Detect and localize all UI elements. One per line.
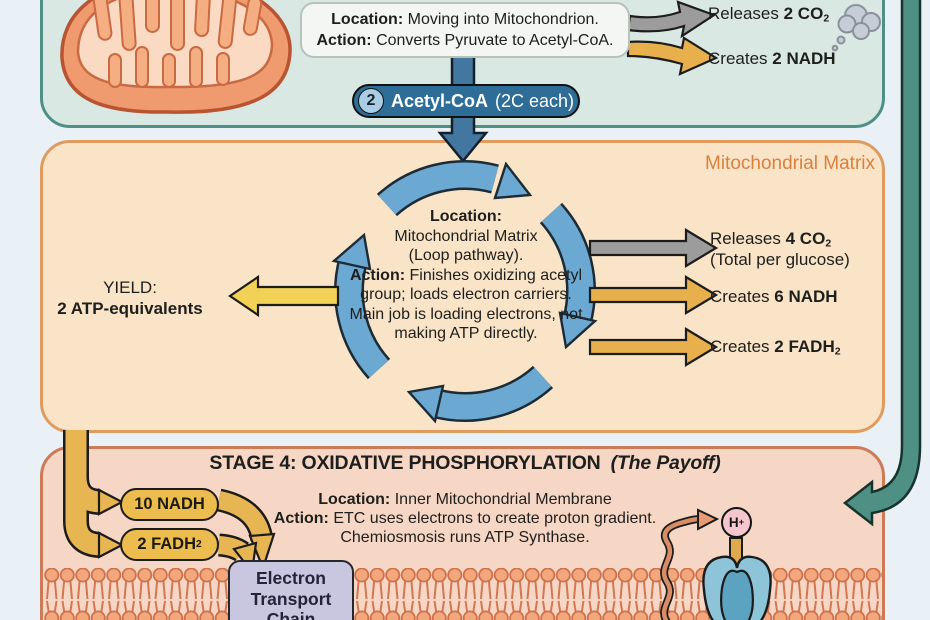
action-label: Action: (316, 32, 372, 49)
krebs-location-label: Location: (430, 208, 502, 225)
pills-to-etc-arrows (216, 488, 276, 575)
yield-text: YIELD: 2 ATP-equivalents (40, 277, 220, 319)
electron-transport-chain-box: Electron Transport Chain (228, 560, 354, 620)
acetyl-note: (2C each) (494, 90, 575, 111)
stage4-action-line2: Chemiosmosis runs ATP Synthase. (340, 529, 590, 546)
krebs-center-text: Location: Mitochondrial Matrix (Loop pat… (349, 207, 583, 344)
acetyl-coa-pill: 2 Acetyl-CoA (2C each) (352, 84, 580, 118)
entry-action-line: Action:Converts Pyruvate to Acetyl-CoA. (302, 30, 628, 51)
creates-2fadh2-arrow (588, 327, 719, 367)
nadh-total-pill: 10 NADH (120, 488, 219, 521)
mitochondrion-icon (60, 0, 292, 114)
yield-label: YIELD: (103, 278, 157, 297)
yield-value: 2 ATP-equivalents (57, 299, 203, 318)
electron-carrier-flow-arrow (842, 0, 922, 527)
krebs-location-line2: (Loop pathway). (408, 247, 524, 264)
releases-co2-arrow-mid (588, 228, 719, 268)
matrix-corner-label: Mitochondrial Matrix (705, 153, 875, 174)
location-text: Moving into Mitochondrion. (407, 11, 599, 28)
stage4-title-note: (The Payoff) (610, 452, 721, 474)
stage4-location-line: Location:Inner Mitochondrial Membrane (318, 491, 612, 508)
krebs-action-text: Action:Finishes oxidizing acetyl group; … (349, 266, 583, 343)
co2-cloud-icon (831, 4, 881, 52)
location-label: Location: (331, 11, 404, 28)
creates-nadh-arrow-top (626, 36, 719, 76)
carrier-download-arrows (63, 430, 125, 559)
action-text: Converts Pyruvate to Acetyl-CoA. (376, 32, 614, 49)
stage4-action-line1: Action:ETC uses electrons to create prot… (273, 510, 657, 527)
atp-synthase-icon (702, 537, 772, 620)
acetyl-name: Acetyl-CoA (390, 90, 488, 111)
yield-arrow (228, 274, 340, 318)
stage4-title: STAGE 4: OXIDATIVE PHOSPHORYLATION (The … (209, 452, 721, 474)
proton-pump-squiggle-arrow (660, 508, 720, 620)
acetyl-count-badge: 2 (357, 88, 384, 114)
releases-co2-arrow-top (626, 0, 717, 39)
creates-6nadh-arrow (588, 275, 719, 315)
krebs-cycle-loop (331, 160, 598, 424)
krebs-location-line1: Mitochondrial Matrix (394, 227, 538, 245)
proton-badge: H+ (721, 507, 752, 538)
entry-location-line: Location:Moving into Mitochondrion. (302, 9, 628, 30)
releases-4co2-note: (Total per glucose) (710, 250, 850, 270)
stage3-entry-info-box: Location:Moving into Mitochondrion. Acti… (300, 2, 630, 58)
